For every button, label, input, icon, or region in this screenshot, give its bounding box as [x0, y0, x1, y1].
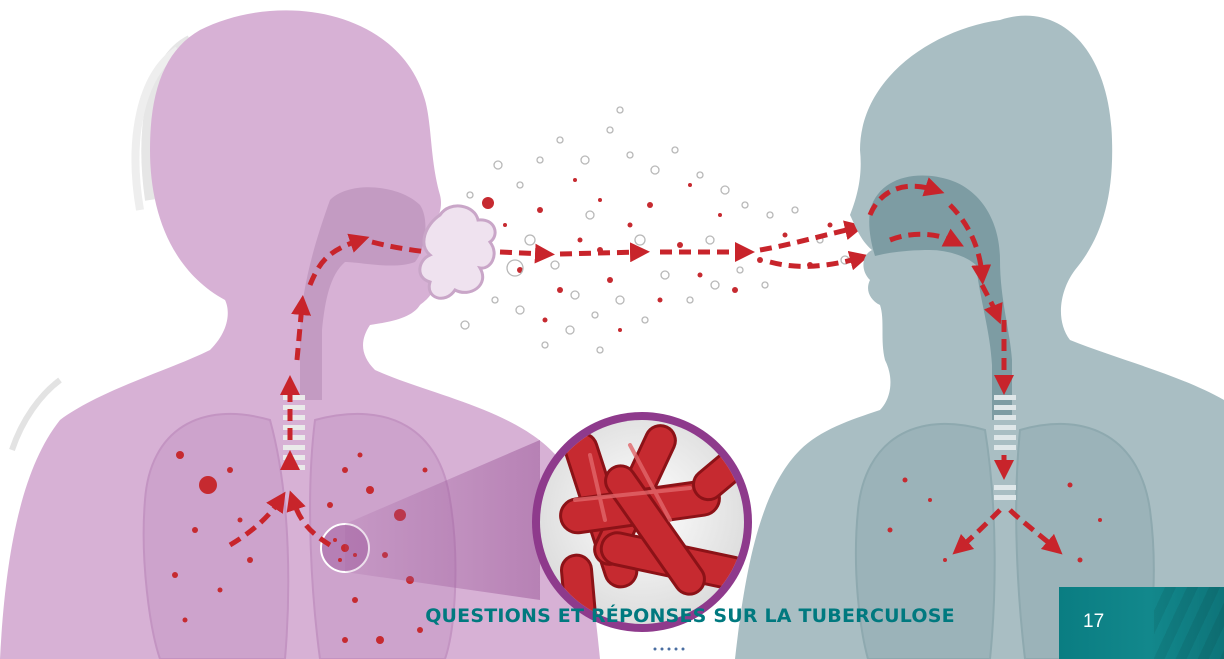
document-title: QUESTIONS ET RÉPONSES SUR LA TUBERCULOSE	[330, 605, 1050, 627]
infected-left-lung	[144, 414, 289, 659]
exposed-person	[735, 16, 1224, 659]
aerosol-droplets	[420, 107, 860, 353]
page-number: 17	[1083, 611, 1104, 633]
badge-stripes	[1154, 587, 1224, 659]
page-number-badge: 17	[1059, 587, 1224, 659]
